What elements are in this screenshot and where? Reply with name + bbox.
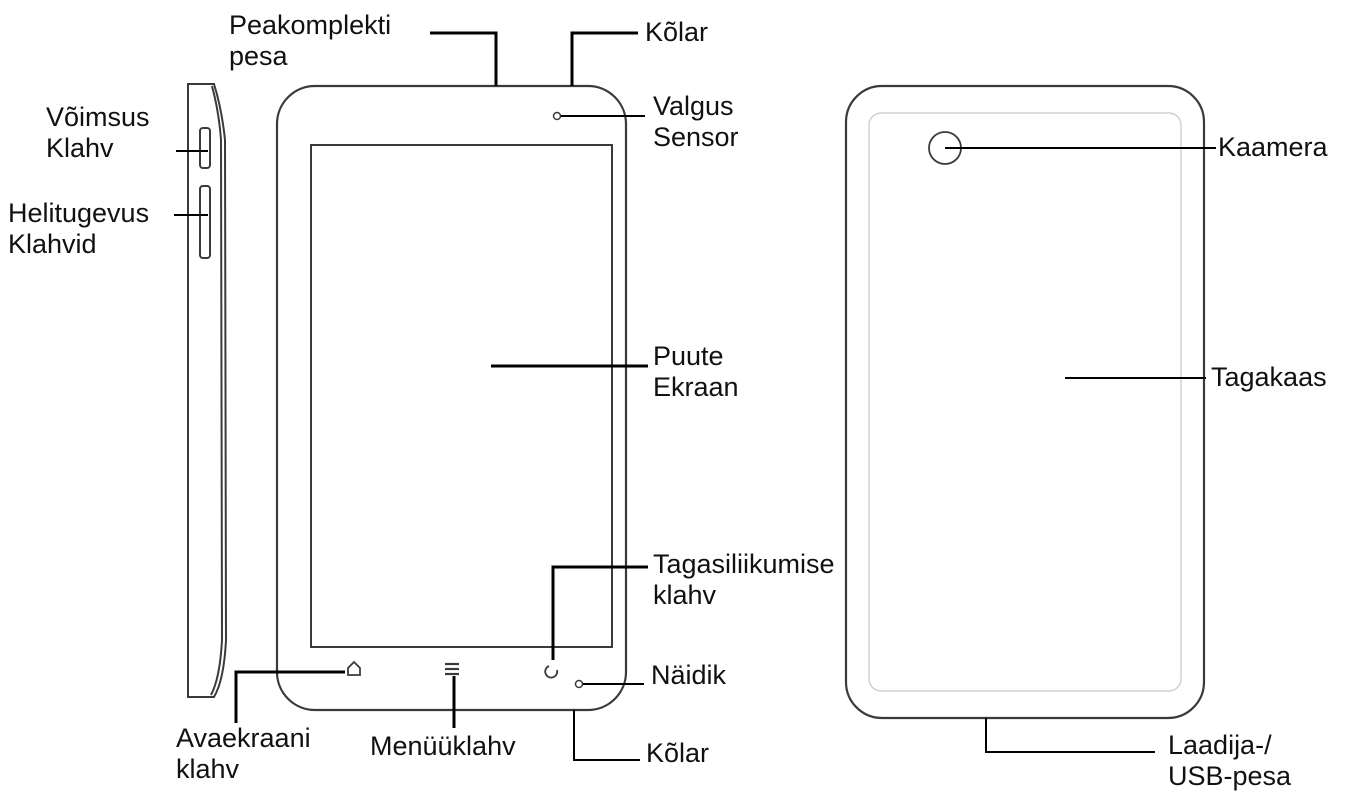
label-back-key: Tagasiliikumise klahv [653,549,835,610]
label-speaker-top: Kõlar [645,17,709,47]
label-touch-screen: Puute Ekraan [653,341,739,402]
label-home-key: Avaekraani klahv [176,723,311,784]
label-charger-usb-port: Laadija-/ USB-pesa [1168,730,1292,791]
label-volume-keys: Helitugevus Klahvid [8,198,150,259]
back-icon [544,665,559,679]
home-icon [347,660,361,676]
leader-lines [174,31,1216,761]
label-light-sensor: Valgus Sensor [653,91,739,152]
leader-back-key [551,565,648,660]
indicator-dot [574,679,584,689]
leader-speaker-top [570,31,638,86]
label-power-key: Võimsus Klahv [46,102,150,163]
side-view-inner-edge [210,85,224,696]
menu-icon [445,662,459,676]
label-camera: Kaamera [1218,132,1328,162]
touch-screen-area [310,144,613,648]
back-cover-inset [868,112,1182,692]
leader-headset-jack [430,31,498,86]
label-menu-key: Menüüklahv [370,731,516,761]
label-indicator: Näidik [651,660,727,690]
label-speaker-bottom: Kõlar [646,738,710,768]
label-headset-jack: Peakomplekti pesa [229,10,392,71]
front-body [275,84,628,712]
front-view [275,84,628,712]
power-key [199,127,211,169]
light-sensor-dot [552,111,562,121]
leader-charger-usb-port [985,718,1155,753]
volume-keys [199,185,211,259]
side-view-body [187,83,228,698]
back-body [844,84,1206,720]
side-view [187,83,228,698]
leader-speaker-bottom [573,710,640,761]
leader-home-key [234,670,345,723]
back-view [844,84,1206,720]
label-back-cover: Tagakaas [1211,362,1327,392]
